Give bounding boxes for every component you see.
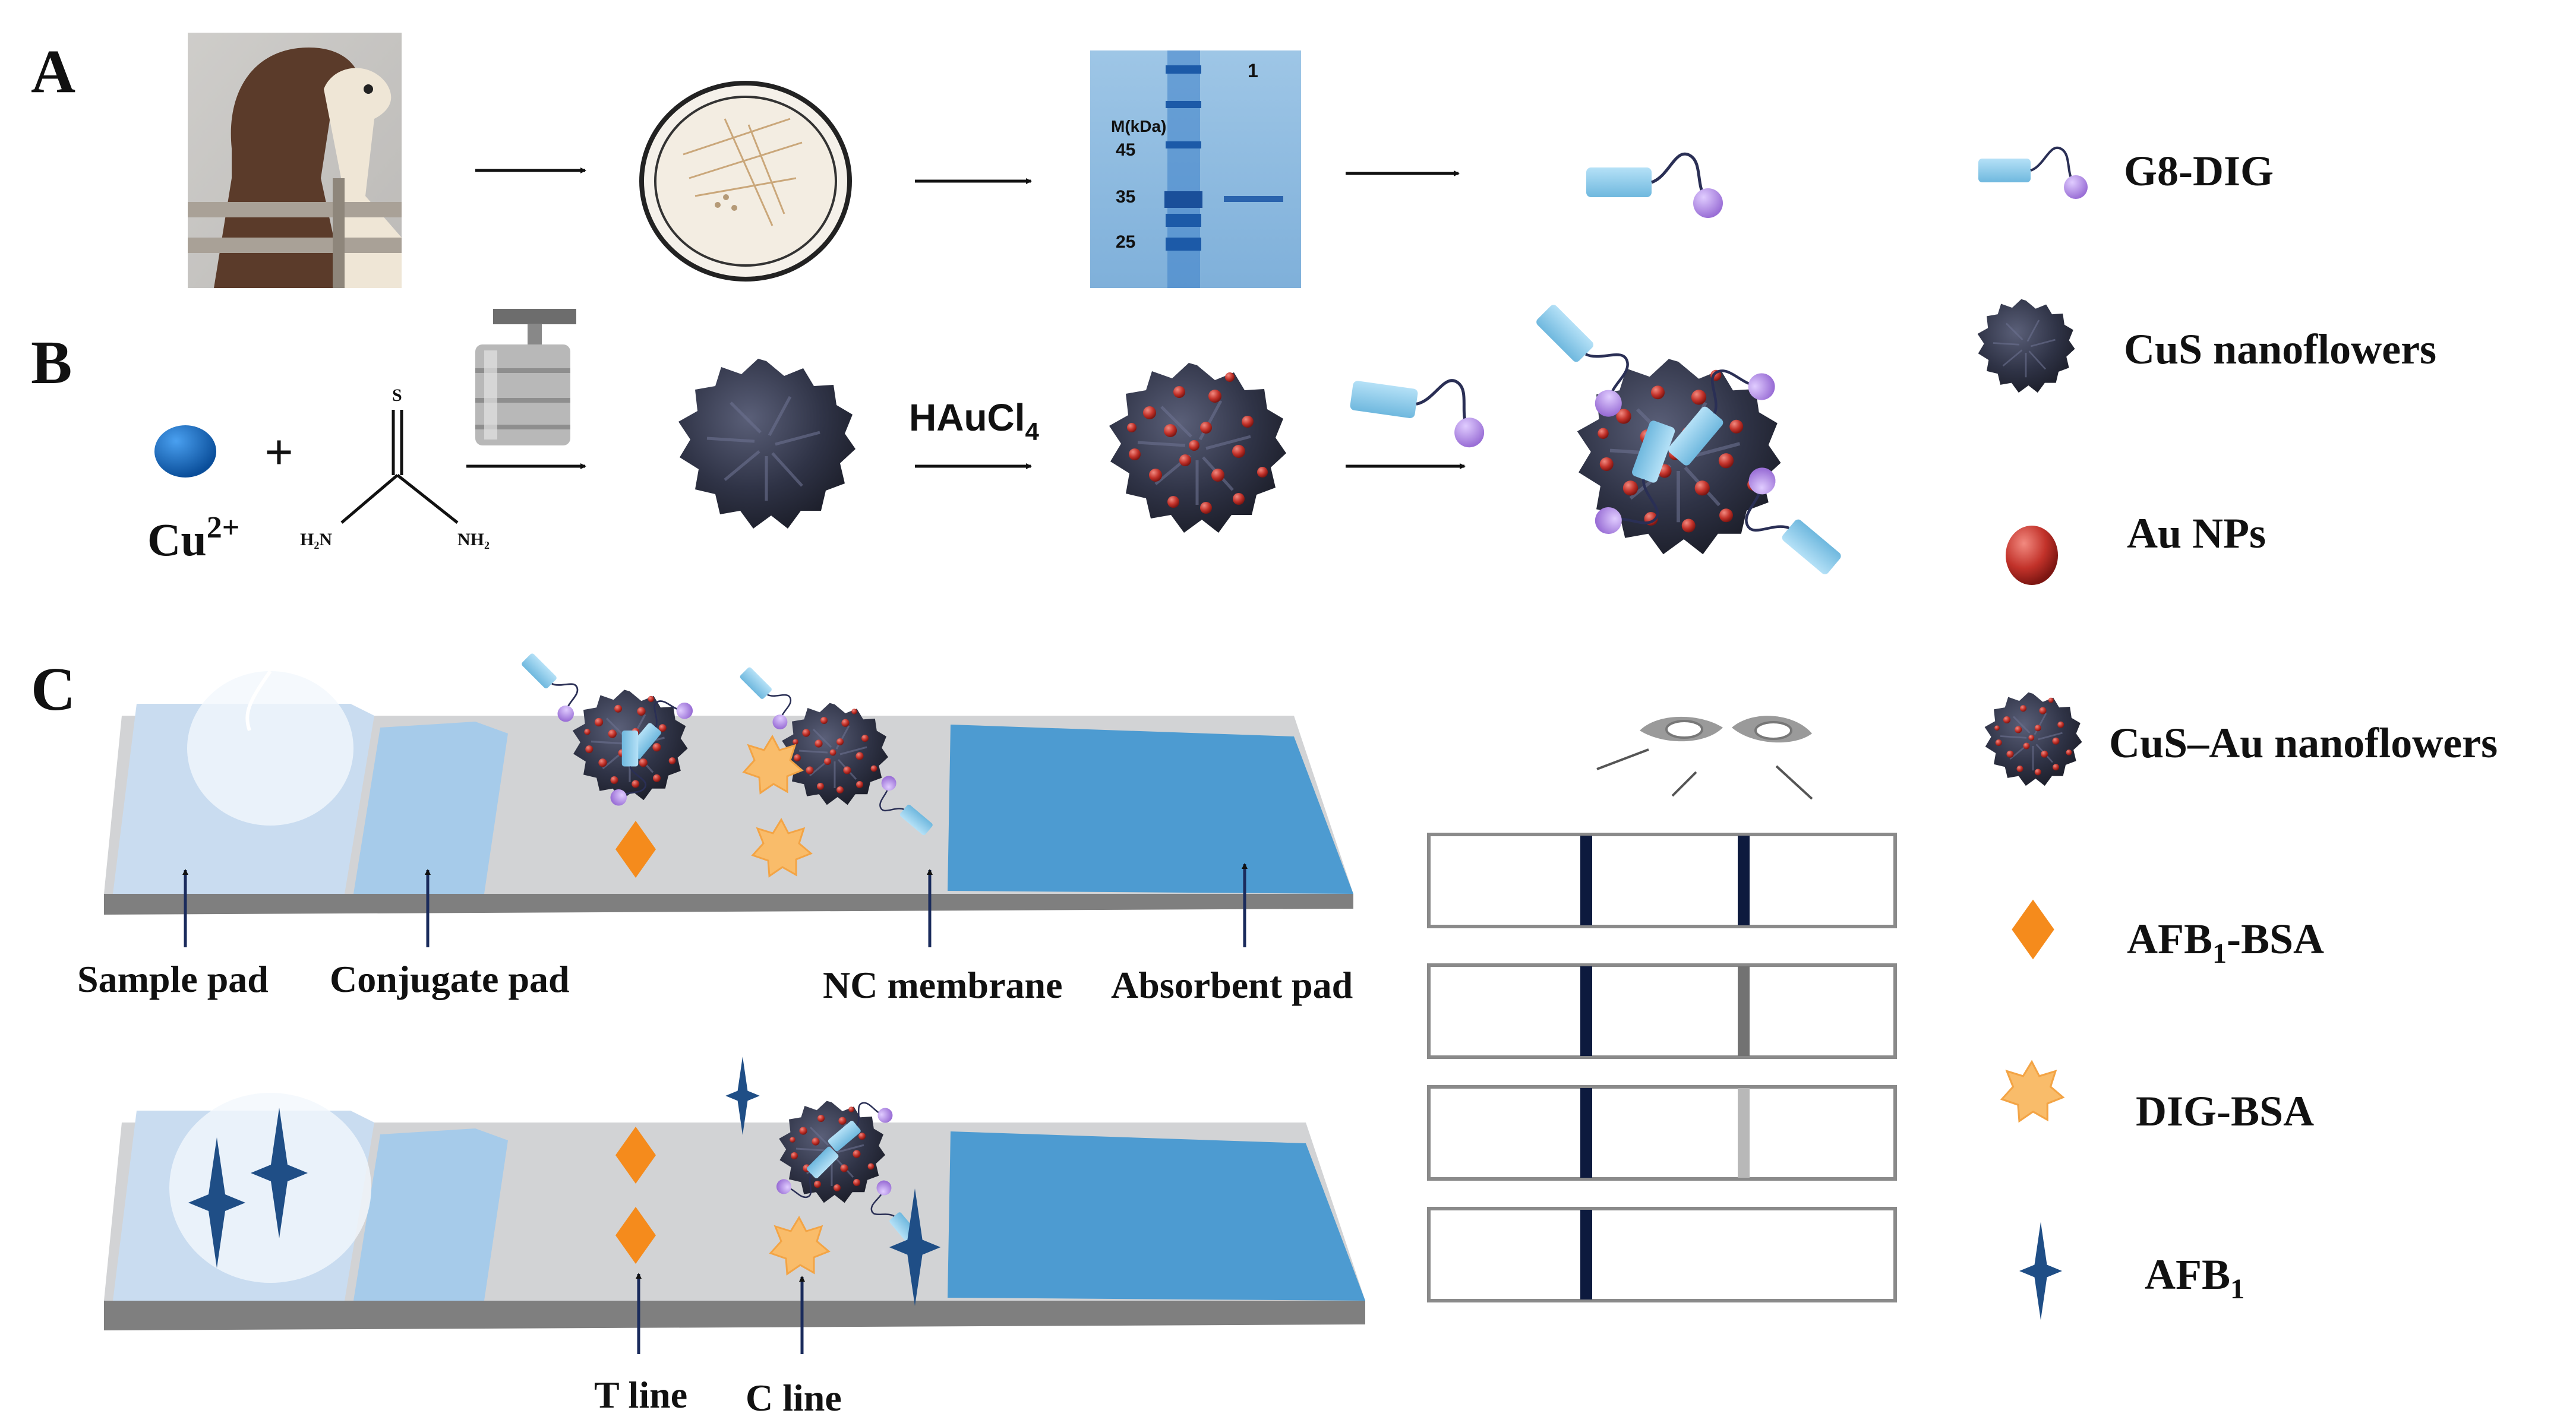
antibody-reagent [1347,367,1491,450]
result-strips [1427,833,1897,1302]
gel-unit-label: M(kDa) [1111,117,1166,135]
lateral-flow-strip-bottom [104,1057,1365,1330]
label-c-line: C line [746,1377,842,1419]
gel-lane-label: 1 [1248,60,1258,81]
legend-dig-bsa: DIG-BSA [2136,1087,2314,1135]
sample-drop-icon [187,671,353,826]
result-strip-4-c-line [1580,1210,1592,1299]
result-strip-3-c-line [1580,1088,1592,1178]
svg-text:S: S [392,385,402,405]
haucl4-label: HAuCl4 [909,396,1040,445]
sds-page-gel: 1 M(kDa) 45 35 25 [1090,50,1301,288]
thiourea-structure: S H₂N NH₂ [300,385,490,549]
plus-sign: + [264,423,293,480]
cus-au-antibody-conjugate [1521,295,1855,586]
cus-nanoflower [678,359,855,529]
result-strip-1-t-line [1738,836,1750,925]
legend-g8-dig-icon [1978,148,2088,199]
legend-au: Au NPs [2127,510,2266,557]
eyes-icon [1596,716,1813,800]
legend-g8-dig: G8-DIG [2124,147,2274,195]
panel-label-a: A [31,37,75,106]
legend-afb1-bsa-icon [2012,899,2054,960]
legend-cus-au: CuS–Au nanoflowers [2109,719,2498,767]
label-nc-membrane: NC membrane [823,964,1062,1006]
cus-au-nanoflower [1109,363,1286,533]
gel-marker-25: 25 [1116,232,1135,252]
result-strip-1-c-line [1580,836,1592,925]
cu-ion-icon [154,425,216,478]
legend-afb1-icon [2019,1222,2062,1320]
legend-cus-icon [1977,298,2076,394]
autoclave-icon [475,309,576,445]
gel-marker-35: 35 [1116,187,1135,207]
panel-label-b: B [31,328,72,397]
svg-text:H₂N: H₂N [300,530,332,549]
legend-au-icon [2006,526,2058,585]
label-sample-pad: Sample pad [77,958,269,1000]
cu-ion-label: Cu2+ [147,511,239,565]
result-strip-2 [1427,963,1897,1059]
alpaca-image [188,33,402,289]
label-conjugate-pad: Conjugate pad [330,958,570,1000]
result-strip-1 [1427,833,1897,928]
gel-marker-45: 45 [1116,140,1135,160]
legend-afb1: AFB1 [2145,1251,2244,1305]
legend-cus-au-icon [1985,693,2082,786]
result-strip-2-t-line [1738,966,1750,1056]
result-strip-4 [1427,1207,1897,1302]
legend-dig-bsa-icon [2001,1061,2064,1123]
result-strip-3 [1427,1085,1897,1181]
label-t-line: T line [594,1374,687,1416]
legend-cus: CuS nanoflowers [2124,325,2436,373]
legend: G8-DIG CuS nanoflowers Au NPs CuS–Au nan… [1977,147,2498,1320]
result-strip-2-c-line [1580,966,1592,1056]
panel-label-c: C [31,655,75,723]
result-strip-3-t-line [1738,1088,1750,1178]
petri-dish-icon [639,81,852,282]
g8-dig-antibody [1586,154,1723,218]
label-absorbent-pad: Absorbent pad [1111,964,1353,1006]
lateral-flow-strip-top [104,646,1353,915]
svg-text:NH₂: NH₂ [457,530,490,549]
legend-afb1-bsa: AFB1-BSA [2127,915,2324,969]
